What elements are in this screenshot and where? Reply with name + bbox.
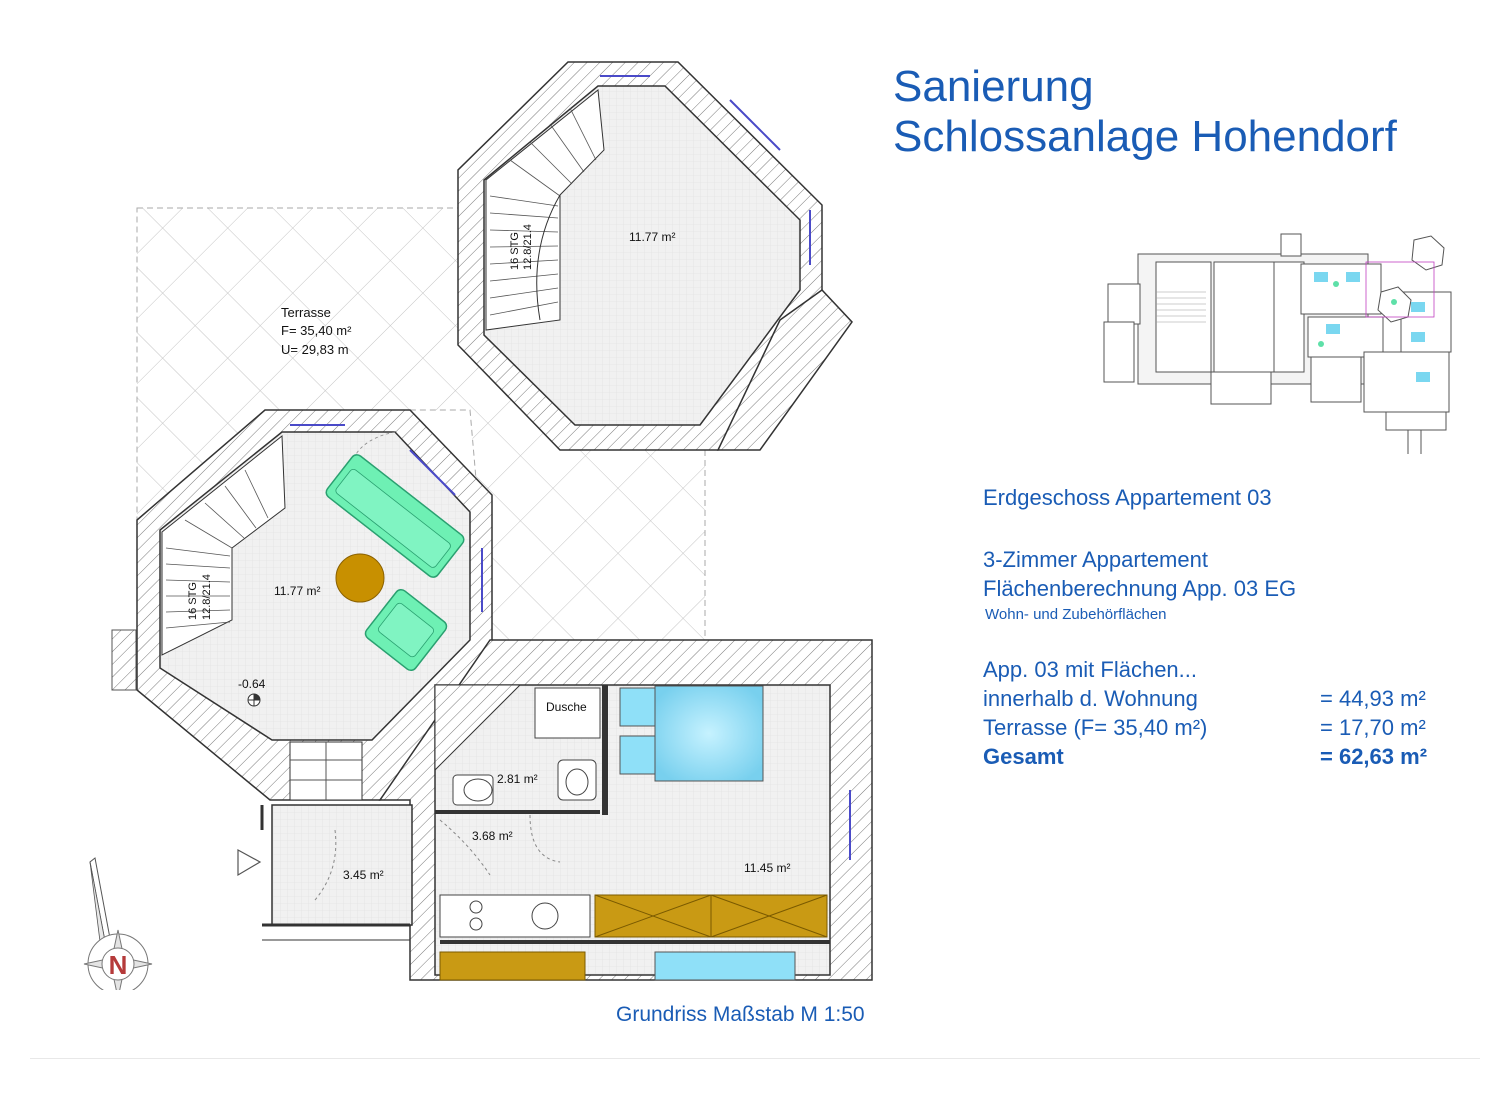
terrace-perimeter: U= 29,83 m [281, 342, 349, 357]
coffee-table [335, 553, 385, 603]
stair-ratio-lower: 12.8/21.4 [201, 574, 213, 620]
stair-ratio: 12.8/21.4 [522, 224, 534, 270]
hall-area: 3.68 m² [472, 829, 513, 843]
area-row-label: Terrasse (F= 35,40 m²) [983, 715, 1208, 740]
area-row-value: = 17,70 m² [1320, 715, 1426, 740]
armchair [364, 588, 448, 672]
area-row-value: = 62,63 m² [1320, 744, 1428, 769]
floor-plan: N Terrasse F= 35,40 m² U= 29,83 m 11.77 … [83, 61, 873, 990]
area-row-label: innerhalb d. Wohnung [983, 686, 1198, 711]
bedroom-area: 11.45 m² [744, 861, 790, 875]
stair-steps-lower: 16 STG [187, 582, 199, 620]
areas-heading: App. 03 mit Flächen... [983, 657, 1197, 682]
area-row-label: Gesamt [983, 744, 1064, 769]
site-plan-thumbnail [1103, 233, 1452, 454]
footer-divider [30, 1058, 1480, 1059]
area-calculation-subtitle: Wohn- und Zubehörflächen [985, 606, 1167, 623]
level-marker: -0.64 [238, 677, 266, 691]
upper-tower [457, 61, 853, 451]
north-arrow: N [83, 857, 153, 990]
entry-hall [237, 804, 413, 941]
terrace-label: Terrasse [281, 305, 331, 320]
area-row-value: = 44,93 m² [1320, 686, 1426, 711]
entry-area: 3.45 m² [343, 868, 384, 882]
lower-tower-area: 11.77 m² [274, 584, 320, 598]
terrace-area: F= 35,40 m² [281, 323, 352, 338]
title-line-1: Sanierung [893, 62, 1094, 111]
shower-label: Dusche [546, 700, 587, 714]
bath-area: 2.81 m² [497, 772, 538, 786]
sofa [325, 454, 465, 578]
apartment-type: 3-Zimmer Appartement [983, 547, 1208, 572]
floor-label: Erdgeschoss Appartement 03 [983, 485, 1272, 510]
area-calculation-title: Flächenberechnung App. 03 EG [983, 576, 1297, 601]
scale-caption: Grundriss Maßstab M 1:50 [616, 1003, 865, 1026]
apartment-body [378, 639, 873, 981]
title-line-2: Schlossanlage Hohendorf [893, 112, 1397, 161]
upper-tower-area: 11.77 m² [629, 230, 675, 244]
page-title: Sanierung Schlossanlage Hohendorf [893, 62, 1397, 162]
stair-steps: 16 STG [509, 232, 521, 270]
north-label: N [109, 950, 128, 980]
